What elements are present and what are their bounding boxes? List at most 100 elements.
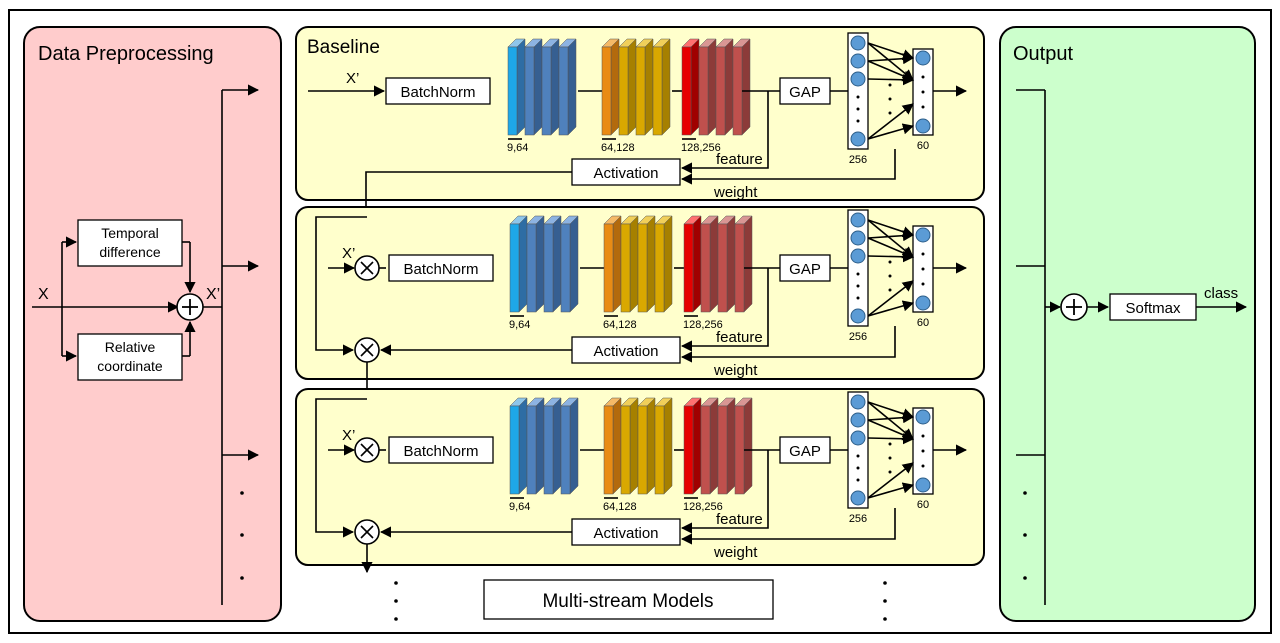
preprocessing-panel: Data Preprocessing X Temporal difference…	[23, 26, 282, 622]
conv-block-1-slab	[543, 223, 554, 313]
gap-label: GAP	[789, 84, 821, 101]
conv-block-3-slab	[734, 405, 745, 495]
conv-block-2-slab	[601, 46, 612, 136]
conv-block-2-slab	[654, 405, 665, 495]
fc-node	[915, 50, 931, 66]
multi-stream-label: Multi-stream Models	[542, 591, 713, 612]
gap-label: GAP	[789, 261, 821, 278]
gap-box	[779, 436, 831, 464]
fc-node	[850, 394, 866, 410]
fc-256-label: 256	[849, 513, 867, 525]
fc-256-label: 256	[849, 331, 867, 343]
conv-block-2-dims: 64,128	[603, 501, 637, 513]
conv-block-1-slab	[524, 46, 535, 136]
class-label: class	[1204, 285, 1238, 302]
batchnorm-box	[388, 436, 494, 464]
feature-label: feature	[716, 511, 763, 528]
weight-label: weight	[713, 184, 758, 201]
preprocessing-title: Data Preprocessing	[38, 43, 214, 65]
fc-node	[850, 35, 866, 51]
softmax-box	[1109, 293, 1197, 321]
multi-stream-box	[483, 579, 774, 620]
conv-block-2-slab	[618, 46, 629, 136]
fc-node	[915, 227, 931, 243]
fc-node	[850, 131, 866, 147]
activation-label: Activation	[593, 525, 658, 542]
conv-block-3-slab	[715, 46, 726, 136]
activation-box	[571, 336, 681, 364]
conv-block-3-slab	[698, 46, 709, 136]
weight-label: weight	[713, 544, 758, 561]
stream-input-label: X’	[342, 427, 355, 444]
conv-block-1-slab	[543, 405, 554, 495]
conv-block-2-dims: 64,128	[603, 319, 637, 331]
conv-block-3-slab	[683, 405, 694, 495]
conv-block-2-slab	[654, 223, 665, 313]
feature-label: feature	[716, 151, 763, 168]
conv-block-3: 128,256	[681, 38, 751, 154]
stream-input-label: X’	[342, 245, 355, 262]
conv-block-2-slab	[620, 223, 631, 313]
conv-block-1-slab	[526, 223, 537, 313]
baseline-title: Baseline	[307, 37, 380, 58]
batchnorm-label: BatchNorm	[403, 443, 478, 460]
batchnorm-box	[388, 254, 494, 282]
softmax-label: Softmax	[1125, 300, 1181, 317]
conv-block-1: 9,64	[509, 215, 579, 331]
activation-box	[571, 518, 681, 546]
multi-stream-footer: Multi-stream Models	[394, 579, 887, 621]
conv-block-1-slab	[509, 223, 520, 313]
fc-node	[850, 53, 866, 69]
activation-label: Activation	[593, 343, 658, 360]
input-x-label: X	[38, 286, 49, 303]
activation-box	[571, 158, 681, 186]
conv-block-2-dims: 64,128	[601, 142, 635, 154]
conv-block-1-slab	[560, 405, 571, 495]
conv-block-1-slab	[509, 405, 520, 495]
batchnorm-box	[385, 77, 491, 105]
conv-block-2: 64,128	[603, 397, 673, 513]
conv-block-1-slab	[526, 405, 537, 495]
conv-block-1-dims: 9,64	[509, 319, 530, 331]
conv-block-2: 64,128	[601, 38, 671, 154]
temporal-difference-line2: difference	[99, 244, 160, 260]
batchnorm-label: BatchNorm	[400, 84, 475, 101]
conv-block-1-slab	[560, 223, 571, 313]
conv-block-2-slab	[603, 223, 614, 313]
fc-60-label: 60	[917, 140, 929, 152]
fc-node	[850, 230, 866, 246]
gap-label: GAP	[789, 443, 821, 460]
conv-block-2-slab	[652, 46, 663, 136]
conv-block-1: 9,64	[507, 38, 577, 154]
fc-node	[850, 430, 866, 446]
conv-block-2: 64,128	[603, 215, 673, 331]
conv-block-3-slab	[717, 223, 728, 313]
fc-60-label: 60	[917, 499, 929, 511]
relative-coordinate-box	[77, 333, 183, 381]
gap-box	[779, 77, 831, 105]
batchnorm-label: BatchNorm	[403, 261, 478, 278]
conv-block-3-slab	[700, 405, 711, 495]
fc-node	[915, 409, 931, 425]
conv-block-1-slab	[541, 46, 552, 136]
activation-label: Activation	[593, 165, 658, 182]
conv-block-3: 128,256	[683, 215, 753, 331]
fc-60-label: 60	[917, 317, 929, 329]
conv-block-1-dims: 9,64	[507, 142, 528, 154]
conv-block-2-slab	[635, 46, 646, 136]
conv-block-3-slab	[683, 223, 694, 313]
conv-block-2-slab	[637, 405, 648, 495]
fc-256-label: 256	[849, 154, 867, 166]
stream-panel-2: X’ BatchNorm 9,64 64,128 128,256 GAP 256 60Acti…	[295, 206, 985, 454]
output-title: Output	[1013, 43, 1073, 65]
conv-block-1-slab	[558, 46, 569, 136]
fc-node	[915, 477, 931, 493]
fc-node	[915, 295, 931, 311]
fc-node	[850, 248, 866, 264]
fc-node	[850, 412, 866, 428]
fc-node	[850, 490, 866, 506]
conv-block-3-dims: 128,256	[683, 501, 723, 513]
fc-node	[915, 118, 931, 134]
